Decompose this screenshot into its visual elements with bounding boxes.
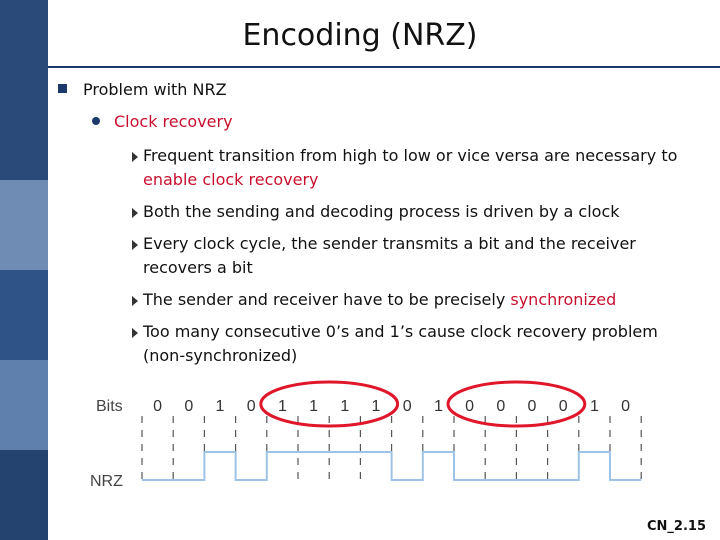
bit-value: 1 bbox=[372, 398, 381, 415]
sidebar-decoration bbox=[0, 0, 48, 540]
bit-value: 0 bbox=[247, 398, 256, 415]
bit-value: 0 bbox=[496, 398, 505, 415]
sub-bullet-text: Too many consecutive 0’s and 1’s cause c… bbox=[143, 322, 658, 365]
square-bullet-icon bbox=[58, 84, 67, 93]
bit-value: 0 bbox=[465, 398, 474, 415]
nrz-label: NRZ bbox=[90, 473, 123, 490]
bit-value: 0 bbox=[184, 398, 193, 415]
bit-value: 1 bbox=[278, 398, 287, 415]
bullet-level2-text: Clock recovery bbox=[114, 112, 233, 131]
sub-bullet-text: The sender and receiver have to be preci… bbox=[143, 290, 511, 309]
triangle-bullet-icon bbox=[132, 240, 138, 250]
run-highlight bbox=[446, 380, 587, 428]
bit-value: 1 bbox=[309, 398, 318, 415]
sidebar-block bbox=[0, 180, 48, 270]
nrz-waveform bbox=[142, 451, 642, 481]
triangle-bullet-icon bbox=[132, 296, 138, 306]
bit-value: 0 bbox=[403, 398, 412, 415]
title-divider bbox=[48, 66, 720, 68]
sub-bullet-text: Every clock cycle, the sender transmits … bbox=[143, 234, 636, 277]
run-highlight bbox=[259, 380, 400, 428]
bit-value: 1 bbox=[590, 398, 599, 415]
sub-bullet-item: Frequent transition from high to low or … bbox=[132, 144, 692, 192]
sidebar-block bbox=[0, 450, 48, 540]
triangle-bullet-icon bbox=[132, 328, 138, 338]
triangle-bullet-icon bbox=[132, 152, 138, 162]
bullet-level1-text: Problem with NRZ bbox=[83, 80, 227, 99]
slide-number: CN_2.15 bbox=[647, 519, 706, 534]
sidebar-block bbox=[0, 270, 48, 360]
bullet-level1: Problem with NRZ bbox=[58, 80, 227, 99]
bit-value: 0 bbox=[528, 398, 537, 415]
bit-value: 1 bbox=[340, 398, 349, 415]
bits-label: Bits bbox=[96, 398, 123, 415]
bullet-level2: Clock recovery bbox=[92, 112, 233, 131]
bit-value: 1 bbox=[434, 398, 443, 415]
sub-bullet-text: Frequent transition from high to low or … bbox=[143, 146, 678, 165]
dot-bullet-icon bbox=[92, 117, 100, 125]
sidebar-block bbox=[0, 360, 48, 450]
sub-bullet-item: Every clock cycle, the sender transmits … bbox=[132, 232, 692, 280]
sub-bullet-item: The sender and receiver have to be preci… bbox=[132, 288, 692, 312]
bit-value: 0 bbox=[153, 398, 162, 415]
sub-bullet-text: Both the sending and decoding process is… bbox=[143, 202, 620, 221]
sub-bullet-highlight: enable clock recovery bbox=[143, 170, 319, 189]
bit-value: 0 bbox=[621, 398, 630, 415]
sidebar-block bbox=[0, 0, 48, 180]
bit-value: 0 bbox=[559, 398, 568, 415]
triangle-bullet-icon bbox=[132, 208, 138, 218]
sub-bullet-item: Both the sending and decoding process is… bbox=[132, 200, 692, 224]
slide-title: Encoding (NRZ) bbox=[242, 18, 478, 53]
sub-bullet-highlight: synchronized bbox=[510, 290, 617, 309]
sub-bullet-item: Too many consecutive 0’s and 1’s cause c… bbox=[132, 320, 692, 368]
bit-value: 1 bbox=[216, 398, 225, 415]
